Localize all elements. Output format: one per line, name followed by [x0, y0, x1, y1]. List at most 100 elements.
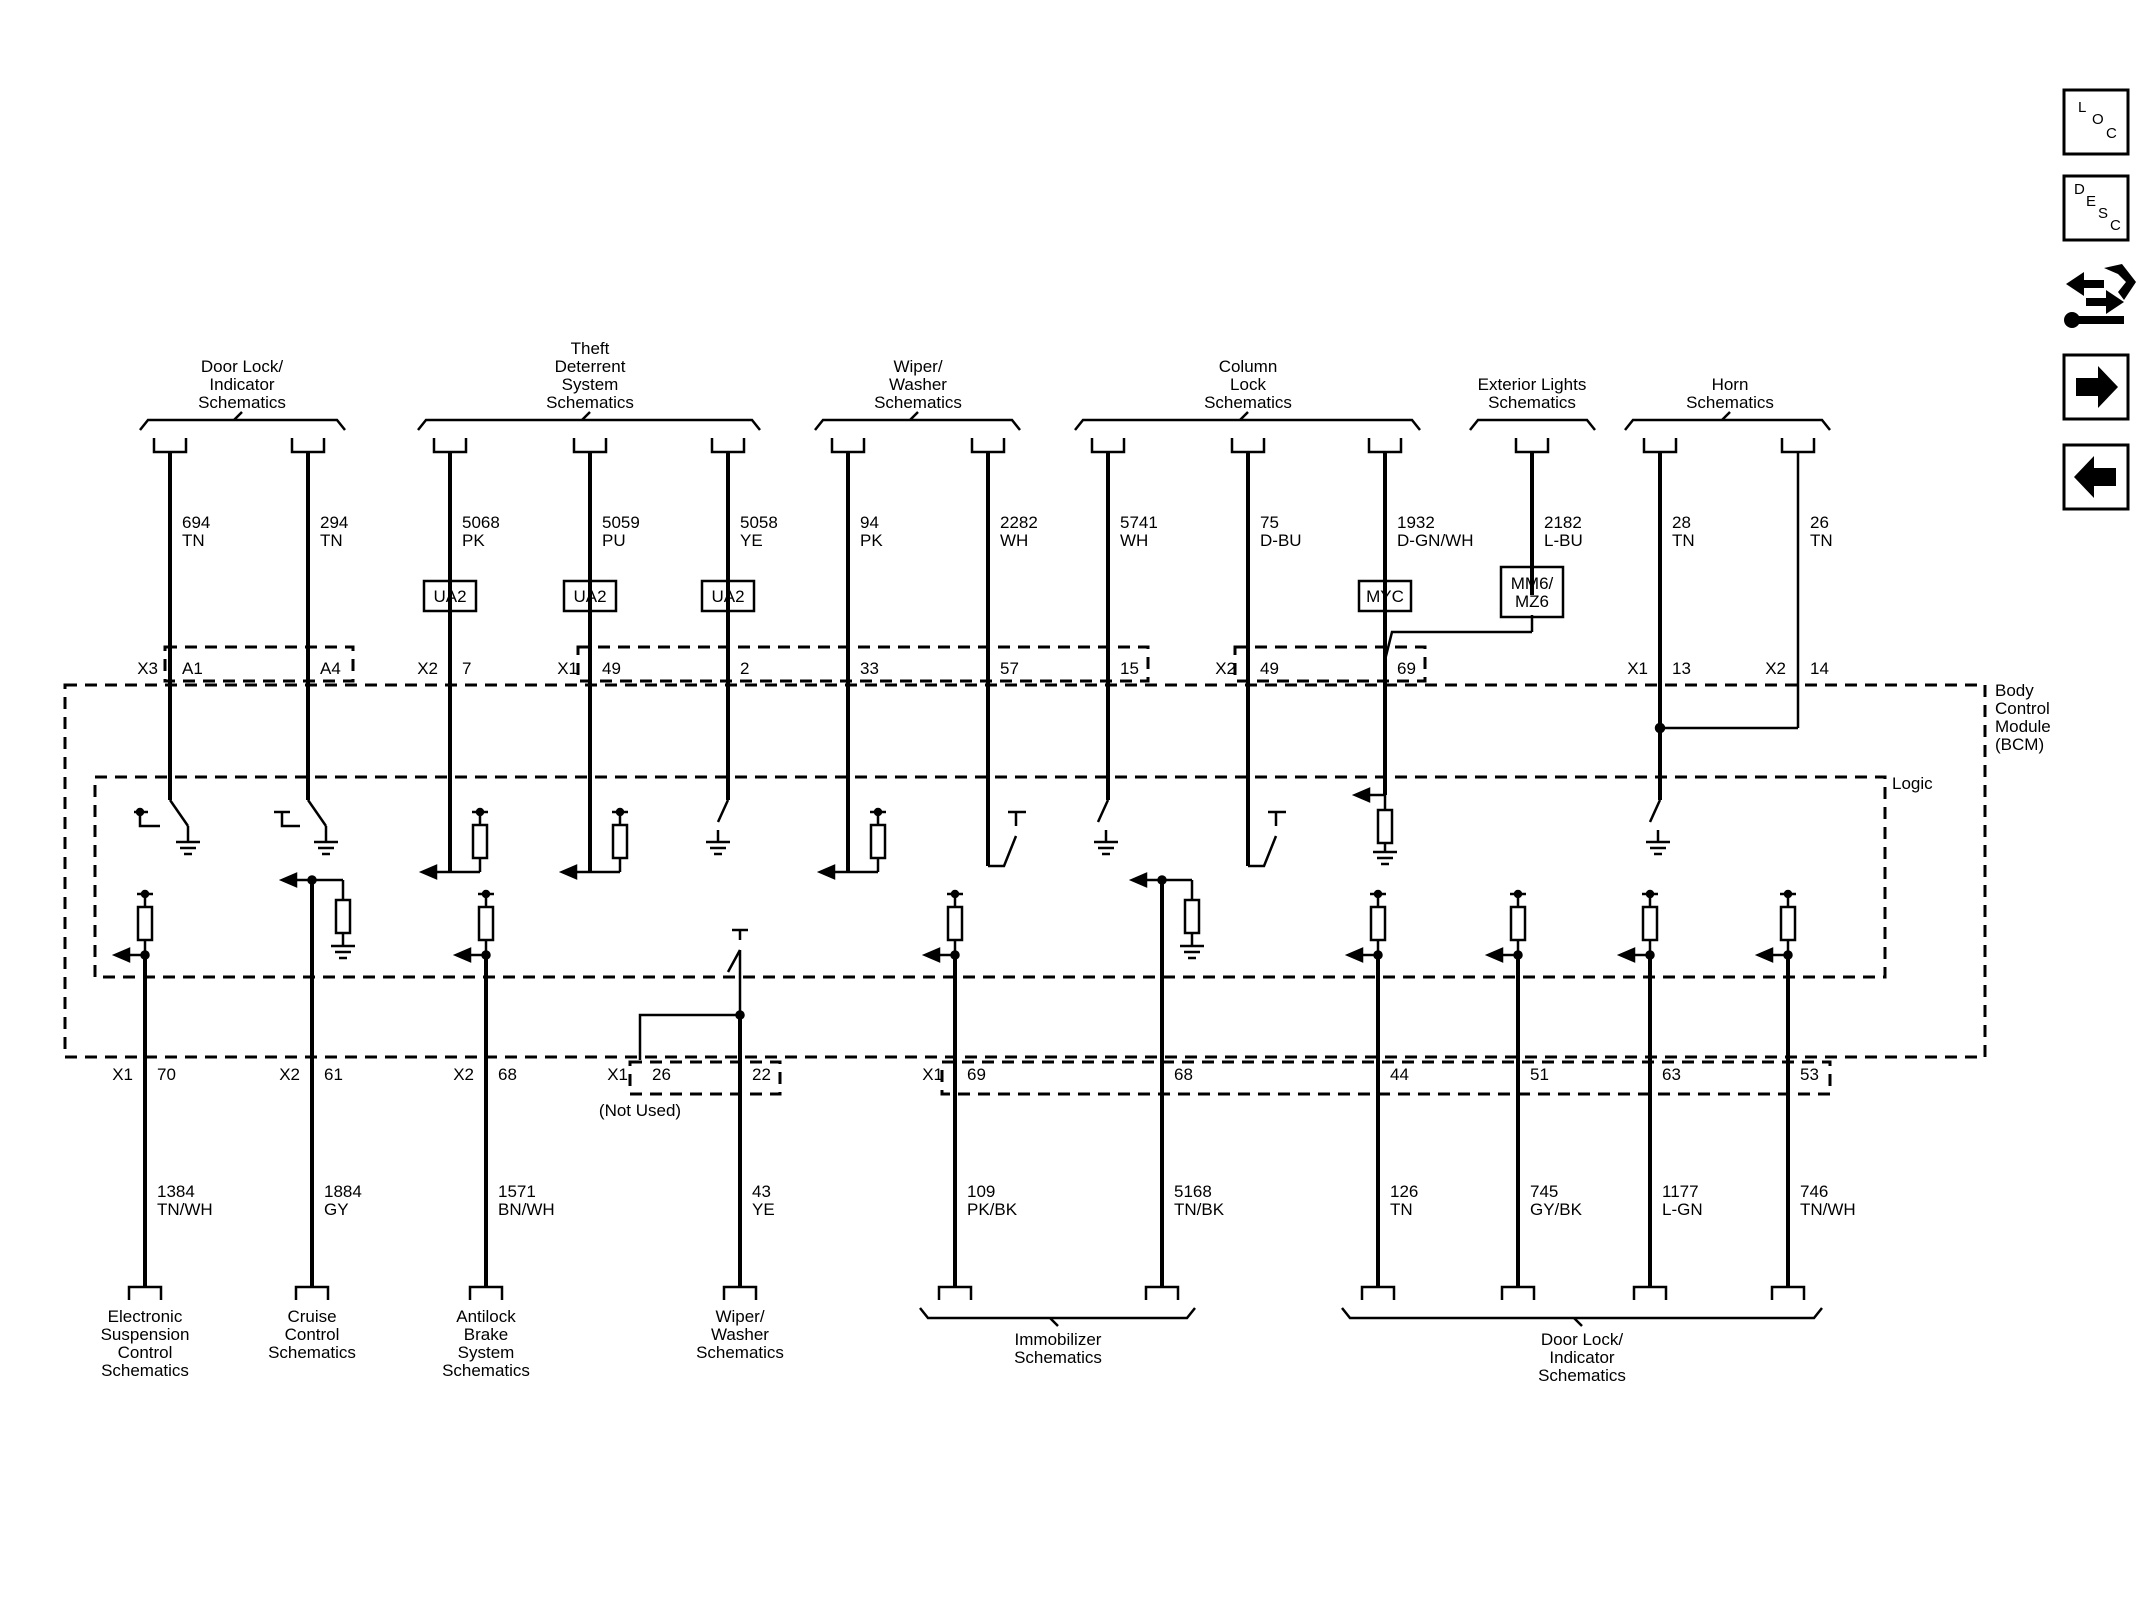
pin-number: 68 — [498, 1065, 517, 1084]
connector-label: X1 — [607, 1065, 628, 1084]
group-bracket — [1074, 418, 1421, 431]
connector-label: X2 — [453, 1065, 474, 1084]
connector-symbol — [432, 438, 468, 454]
option-box — [422, 579, 478, 613]
circuit-number: 745 — [1530, 1182, 1558, 1201]
circuit-number: 109 — [967, 1182, 995, 1201]
pin-number: 14 — [1810, 659, 1829, 678]
group-label: Horn — [1712, 375, 1749, 394]
connector-symbol — [970, 438, 1006, 454]
group-label: Schematics — [1686, 393, 1774, 412]
circuit-number: 694 — [182, 513, 210, 532]
connector-label: X2 — [279, 1065, 300, 1084]
pin-number: 7 — [462, 659, 471, 678]
option-box — [562, 579, 618, 613]
resistor — [946, 905, 964, 942]
plug-part — [2104, 264, 2136, 300]
arrow-part — [2086, 290, 2124, 314]
resistor — [1779, 905, 1797, 942]
connector-symbol — [1770, 1285, 1806, 1300]
group-bracket — [1624, 418, 1831, 431]
circuit-number: 94 — [860, 513, 879, 532]
connector-symbol — [290, 438, 326, 454]
circuit-color: YE — [740, 531, 763, 550]
resistor — [1183, 898, 1201, 935]
loc-button[interactable] — [2062, 88, 2130, 156]
group-label: Theft — [571, 339, 610, 358]
circuit-color: PK — [462, 531, 485, 550]
connector-symbol — [1144, 1285, 1180, 1300]
group-label: Antilock — [456, 1307, 516, 1326]
connector-label: X2 — [1215, 659, 1236, 678]
group-label: Schematics — [101, 1361, 189, 1380]
switch — [168, 799, 190, 827]
circuit-number: 746 — [1800, 1182, 1828, 1201]
option-label: UA2 — [573, 587, 606, 606]
circuit-number: 5168 — [1174, 1182, 1212, 1201]
group-label: Schematics — [198, 393, 286, 412]
connector-symbol — [152, 438, 188, 454]
group-label: Brake — [464, 1325, 508, 1344]
pin-number: 22 — [752, 1065, 771, 1084]
not-used-label: (Not Used) — [599, 1101, 681, 1120]
switch — [1648, 799, 1662, 823]
pin-number: A4 — [320, 659, 341, 678]
arrow-head — [1351, 787, 1371, 803]
group-label: Electronic — [108, 1307, 183, 1326]
circuit-color: PU — [602, 531, 626, 550]
connector-label: X2 — [417, 659, 438, 678]
circuit-color: PK — [860, 531, 883, 550]
group-label: Wiper/ — [715, 1307, 764, 1326]
connector-swap-icon[interactable] — [2064, 264, 2136, 328]
desc-button[interactable] — [2062, 174, 2130, 242]
group-label: Lock — [1230, 375, 1266, 394]
wire — [1383, 630, 1532, 661]
group-label: Indicator — [209, 375, 275, 394]
switch — [988, 835, 1018, 868]
group-label: System — [562, 375, 619, 394]
connector-symbol — [1632, 1285, 1668, 1300]
arrow-head — [1754, 947, 1774, 963]
pin-number: 33 — [860, 659, 879, 678]
pin-number: 44 — [1390, 1065, 1409, 1084]
arrow-head — [111, 947, 131, 963]
circuit-color: TN — [320, 531, 343, 550]
group-bracket — [1573, 1317, 1583, 1327]
resistor — [334, 898, 352, 935]
logic-label: Logic — [1892, 774, 1933, 793]
connector-shell — [163, 645, 355, 683]
group-label: Deterrent — [555, 357, 626, 376]
node — [950, 889, 960, 899]
connector-symbol — [1514, 438, 1550, 454]
splice — [1654, 722, 1666, 734]
connector-shell — [628, 1060, 782, 1096]
loc-letter: O — [2092, 111, 2104, 128]
pin-number: 49 — [1260, 659, 1279, 678]
circuit-color: TN/WH — [1800, 1200, 1856, 1219]
connector-shell — [576, 645, 1150, 683]
group-bracket — [909, 411, 919, 421]
connector-symbol — [830, 438, 866, 454]
resistor — [869, 823, 887, 860]
arrow-head — [1616, 947, 1636, 963]
arrow-head — [1484, 947, 1504, 963]
group-label: Immobilizer — [1015, 1330, 1102, 1349]
connector-label: X1 — [557, 659, 578, 678]
option-label: UA2 — [711, 587, 744, 606]
circuit-number: 5059 — [602, 513, 640, 532]
group-label: Door Lock/ — [201, 357, 283, 376]
connector-symbol — [294, 1285, 330, 1300]
group-bracket — [1721, 411, 1731, 421]
connector-symbol — [572, 438, 608, 454]
circuit-number: 5068 — [462, 513, 500, 532]
circuit-color: TN/BK — [1174, 1200, 1225, 1219]
option-box — [1499, 565, 1565, 619]
group-bracket — [1341, 1307, 1823, 1320]
connector-shell — [1233, 645, 1427, 683]
group-label: Indicator — [1549, 1348, 1615, 1367]
group-bracket — [1239, 411, 1249, 421]
circuit-color: YE — [752, 1200, 775, 1219]
connector-label: X3 — [137, 659, 158, 678]
module-label: Module — [1995, 717, 2051, 736]
connector-symbol — [1367, 438, 1403, 454]
